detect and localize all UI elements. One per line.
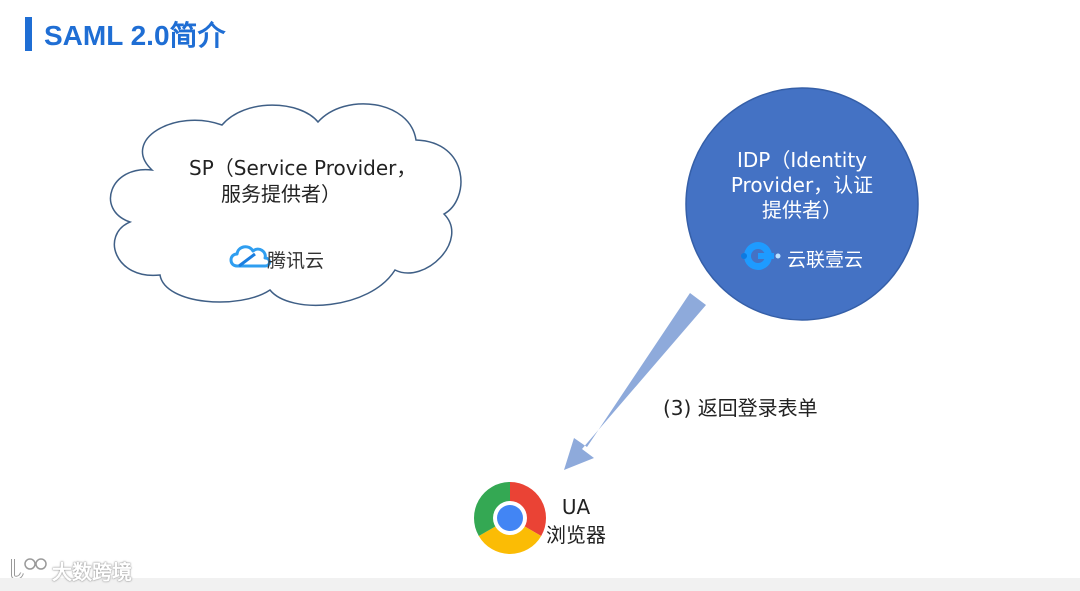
page-title: SAML 2.0简介 — [44, 20, 226, 51]
idp-logo-text: 云联壹云 — [787, 249, 864, 271]
idp-label-line1: IDP（Identity — [736, 148, 867, 172]
title-accent-bar — [25, 17, 32, 51]
idp-label-line3: 提供者） — [762, 198, 842, 222]
sp-cloud-shape — [109, 103, 462, 306]
chrome-browser-icon — [473, 482, 547, 555]
tencent-cloud-icon — [229, 245, 271, 268]
bottom-strip — [0, 578, 1080, 591]
sp-label-line1: SP（Service Provider， — [189, 156, 417, 180]
ua-label-line2: 浏览器 — [546, 523, 606, 547]
flow-arrow — [564, 293, 706, 470]
watermark-text: 大数跨境 — [52, 560, 132, 584]
dashuju-logo-icon — [11, 558, 47, 580]
idp-circle-shape — [685, 87, 919, 321]
sp-label-line2: 服务提供者） — [221, 182, 341, 206]
ua-label-line1: UA — [561, 495, 591, 519]
yunlian-icon — [741, 242, 781, 270]
sp-logo-text: 腾讯云 — [267, 250, 325, 272]
idp-label-line2: Provider，认证 — [730, 173, 874, 197]
flow-step-label: (3) 返回登录表单 — [663, 396, 818, 420]
